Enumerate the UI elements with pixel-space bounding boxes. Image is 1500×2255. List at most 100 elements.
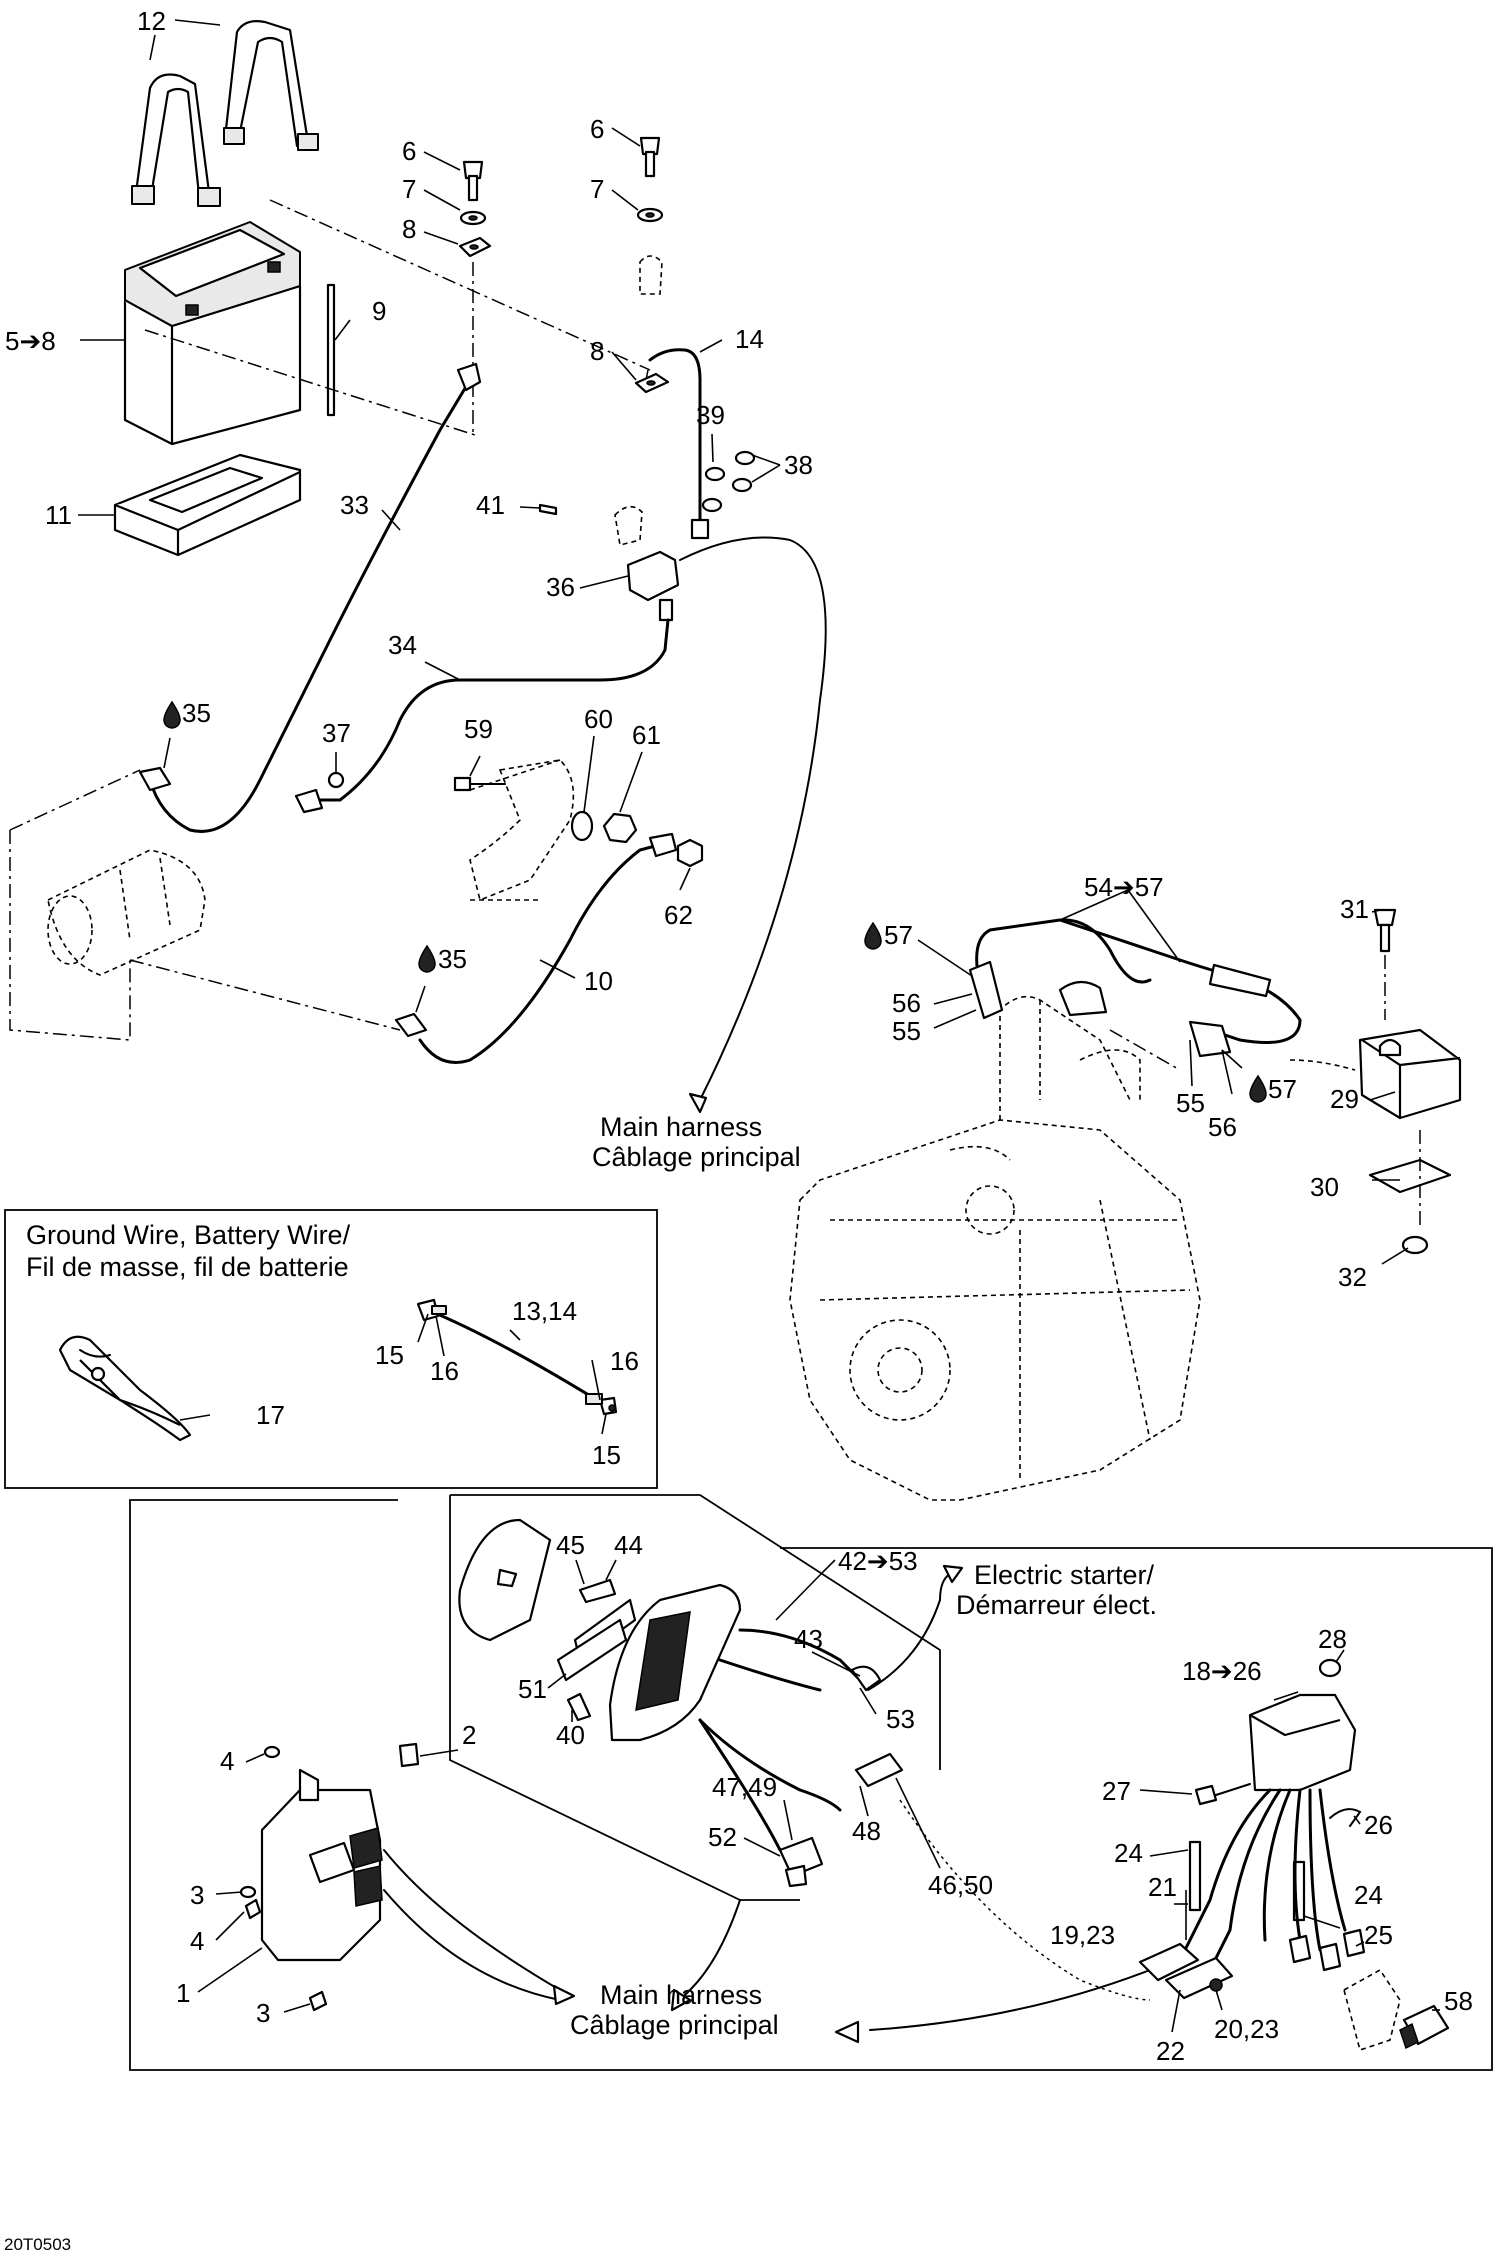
callout-5-8: 5➔8	[5, 326, 56, 356]
figure-code: 20T0503	[4, 2235, 71, 2254]
terminal-10-end	[648, 832, 678, 858]
callout-57-left: 57	[884, 920, 913, 950]
engine	[789, 995, 1201, 1501]
callout-45: 45	[556, 1530, 585, 1560]
callout-15-right: 15	[592, 1440, 621, 1470]
callout-56-right: 56	[1208, 1112, 1237, 1142]
callout-18-26: 18➔26	[1182, 1656, 1262, 1686]
bottom-frame	[129, 1494, 1493, 2071]
callout-3-upper: 3	[190, 1880, 204, 1910]
main-harness-top-fr: Câblage principal	[592, 1142, 801, 1172]
callout-3-lower: 3	[256, 1998, 270, 2028]
callout-28: 28	[1318, 1624, 1347, 1654]
callout-33: 33	[340, 490, 369, 520]
callout-6-right: 6	[590, 114, 604, 144]
drop-icon	[1249, 1074, 1267, 1103]
callout-30: 30	[1310, 1172, 1339, 1202]
callout-40: 40	[556, 1720, 585, 1750]
drop-icon	[418, 944, 436, 973]
callout-4-lower: 4	[190, 1926, 204, 1956]
callout-24-upper: 24	[1114, 1838, 1143, 1868]
callout-4-upper: 4	[220, 1746, 234, 1776]
terminals-35-37	[138, 766, 428, 1038]
callout-36: 36	[546, 572, 575, 602]
callout-48: 48	[852, 1816, 881, 1846]
callout-24-lower: 24	[1354, 1880, 1383, 1910]
callout-54-57: 54➔57	[1084, 872, 1164, 902]
callout-58: 58	[1444, 1986, 1473, 2016]
electric-starter-en: Electric starter/	[974, 1560, 1155, 1590]
callout-14: 14	[735, 324, 764, 354]
callout-29: 29	[1330, 1084, 1359, 1114]
leader-lines	[78, 19, 1440, 2033]
callout-7-left: 7	[402, 174, 416, 204]
battery-tray	[113, 453, 302, 557]
voltage-regulator	[458, 1518, 904, 1888]
callout-16-left: 16	[430, 1356, 459, 1386]
captions: Main harness Câblage principal Ground Wi…	[26, 1112, 1157, 2040]
harness-route-top	[679, 536, 827, 1101]
callout-53: 53	[886, 1704, 915, 1734]
cable-10	[418, 840, 672, 1064]
solenoid	[538, 503, 680, 622]
drop-icons	[163, 700, 1267, 1103]
callout-57-right: 57	[1268, 1074, 1297, 1104]
inset-title-en: Ground Wire, Battery Wire/	[26, 1220, 351, 1250]
callout-26: 26	[1364, 1810, 1393, 1840]
callout-55-right: 55	[1176, 1088, 1205, 1118]
wire-33	[148, 378, 472, 833]
drop-icon	[163, 700, 181, 729]
callout-61: 61	[632, 720, 661, 750]
callout-59: 59	[464, 714, 493, 744]
starter-motor	[47, 849, 206, 976]
callout-13-14: 13,14	[512, 1296, 577, 1326]
callout-6-left: 6	[402, 136, 416, 166]
electric-starter-fr: Démarreur élect.	[956, 1590, 1157, 1620]
bolt-set-right	[634, 136, 670, 394]
terminal-33-top	[456, 362, 482, 392]
callout-21: 21	[1148, 1872, 1177, 1902]
callout-35-lower: 35	[438, 944, 467, 974]
battery-straps	[131, 20, 319, 207]
callout-11: 11	[45, 500, 72, 530]
callout-16-right: 16	[610, 1346, 639, 1376]
callout-35-upper: 35	[182, 698, 211, 728]
starter-guide-frame	[9, 769, 401, 1041]
callout-42-53: 42➔53	[838, 1546, 918, 1576]
callout-2: 2	[462, 1720, 476, 1750]
starter-arrow	[942, 1564, 964, 1584]
callout-52: 52	[708, 1822, 737, 1852]
cdi-harness-wires	[383, 1799, 1151, 2044]
callout-22: 22	[1156, 2036, 1185, 2066]
inset-ground-wire	[4, 1209, 658, 1489]
callout-20-23: 20,23	[1214, 2014, 1279, 2044]
spark-plug-wires	[968, 918, 1302, 1071]
cable-14	[648, 348, 710, 540]
callout-10: 10	[584, 966, 613, 996]
callout-25: 25	[1364, 1920, 1393, 1950]
callout-32: 32	[1338, 1262, 1367, 1292]
callout-47-49: 47,49	[712, 1772, 777, 1802]
callout-43: 43	[794, 1624, 823, 1654]
callout-38: 38	[784, 450, 813, 480]
callout-62: 62	[664, 900, 693, 930]
callout-labels: 12 5➔8 9 11 6 7 8 6 7 8 14 39 38 41 36 3…	[5, 6, 1473, 2066]
callout-39: 39	[696, 400, 725, 430]
nuts-38-39	[701, 450, 756, 513]
callout-34: 34	[388, 630, 417, 660]
main-harness-top-en: Main harness	[600, 1112, 762, 1142]
callout-8-right: 8	[590, 336, 604, 366]
callout-27: 27	[1102, 1776, 1131, 1806]
callout-46-50: 46,50	[928, 1870, 993, 1900]
callout-15-left: 15	[375, 1340, 404, 1370]
callout-19-23: 19,23	[1050, 1920, 1115, 1950]
main-harness-bottom-fr: Câblage principal	[570, 2010, 779, 2040]
callout-31: 31	[1340, 894, 1369, 924]
callout-12: 12	[137, 6, 166, 36]
cdi-module	[239, 1742, 420, 2012]
harness-arrow-top	[688, 1092, 708, 1114]
harness-subassembly	[1138, 1658, 1450, 2052]
callout-41: 41	[476, 490, 505, 520]
callout-37: 37	[322, 718, 351, 748]
